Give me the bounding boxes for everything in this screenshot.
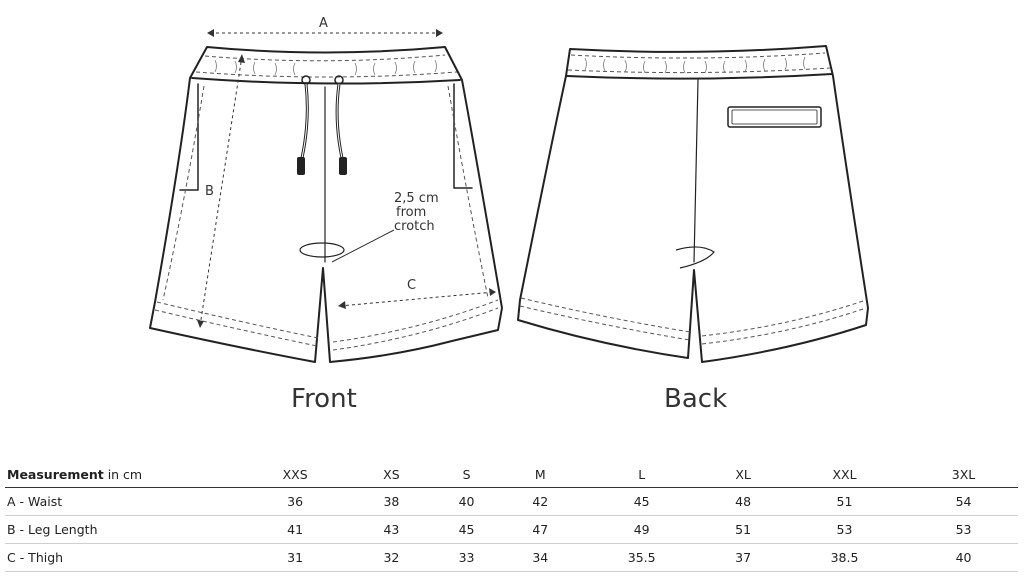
arrow-c-left: [338, 301, 346, 309]
table-cell: 37: [706, 543, 780, 572]
label-a: A: [319, 16, 328, 31]
back-waist-stitch: [570, 52, 826, 59]
table-cell: 35.5: [577, 543, 707, 572]
table-cell: 45: [577, 487, 707, 516]
annotation-line-1: 2,5 cm: [394, 191, 439, 206]
size-header: S: [429, 461, 504, 488]
table-cell: 34: [503, 543, 578, 572]
back-shorts-outline: [517, 45, 869, 363]
table-cell: 31: [237, 543, 354, 572]
arrow-b-bottom: [197, 320, 204, 328]
table-cell: 38.5: [779, 543, 910, 572]
back-view-title: Back: [664, 384, 728, 414]
size-header: XXL: [779, 461, 910, 488]
size-header: M: [503, 461, 578, 488]
arrow-c-right: [489, 288, 496, 296]
table-cell: 40: [909, 543, 1018, 572]
front-waistband-bottom: [191, 77, 461, 85]
back-hem-stitch-right-2: [701, 307, 867, 345]
back-waistband-bottom: [566, 73, 833, 80]
table-cell: 32: [353, 543, 430, 572]
table-cell: 45: [429, 515, 504, 544]
size-chart-table: Measurement in cm XXS XS S M L XL XXL 3X…: [5, 461, 1018, 572]
table-cell: 42: [503, 487, 578, 516]
size-header: L: [577, 461, 707, 488]
row-label: A - Waist: [5, 487, 237, 516]
size-header: 3XL: [909, 461, 1018, 488]
table-cell: 41: [237, 515, 354, 544]
front-hem-stitch-left: [156, 301, 319, 339]
measurement-header: Measurement in cm: [5, 461, 237, 488]
table-row: A - Waist 36 38 40 42 45 48 51 54: [5, 487, 1018, 516]
table-cell: 53: [909, 515, 1018, 544]
table-cell: 48: [706, 487, 780, 516]
table-cell: 49: [577, 515, 707, 544]
back-waist-stitch-2: [567, 67, 831, 74]
back-hem-stitch-left: [520, 297, 691, 333]
table-cell: 43: [353, 515, 430, 544]
drawstring: [297, 75, 347, 175]
back-pocket: [727, 106, 822, 128]
annotation-line-3: crotch: [394, 219, 435, 234]
size-header: XXS: [237, 461, 354, 488]
front-hem-stitch-right: [332, 299, 499, 343]
table-cell: 53: [779, 515, 910, 544]
table-cell: 36: [237, 487, 354, 516]
crotch-marker: [299, 242, 345, 258]
front-waist-stitch: [204, 54, 446, 62]
front-shorts-outline: [149, 46, 503, 363]
annotation-leader: [331, 229, 395, 263]
arrow-b-top: [238, 54, 245, 63]
table-cell: 51: [779, 487, 910, 516]
table-header-row: Measurement in cm XXS XS S M L XL XXL 3X…: [5, 461, 1018, 488]
front-side-seam-left: [162, 85, 205, 301]
front-left-pocket: [179, 83, 199, 191]
size-header: XS: [353, 461, 430, 488]
row-label: B - Leg Length: [5, 515, 237, 544]
table-row: B - Leg Length 41 43 45 47 49 51 53 53: [5, 515, 1018, 544]
table-row: C - Thigh 31 32 33 34 35.5 37 38.5 40: [5, 543, 1018, 572]
table-cell: 40: [429, 487, 504, 516]
measurement-header-unit: in cm: [103, 466, 143, 482]
front-waist-stitch-2: [195, 71, 458, 78]
front-side-seam-right: [447, 85, 489, 299]
arrow-a-left: [207, 29, 214, 37]
table-cell: 54: [909, 487, 1018, 516]
arrow-a-right: [436, 29, 443, 37]
table-cell: 51: [706, 515, 780, 544]
row-label: C - Thigh: [5, 543, 237, 572]
back-hem-stitch-left-2: [519, 305, 691, 341]
back-pocket-inner: [731, 109, 818, 125]
back-waistband-ruching: [584, 56, 806, 74]
back-crotch-marker: [675, 246, 715, 269]
front-hem-stitch-right-2: [332, 307, 499, 351]
front-hem-stitch-left-2: [154, 309, 318, 347]
measure-line-c: [339, 291, 495, 307]
front-view-title: Front: [291, 384, 357, 414]
shorts-illustration: A B C 2,5 cm from crotch: [149, 16, 869, 363]
table-cell: 38: [353, 487, 430, 516]
back-hem-stitch-right: [701, 299, 867, 337]
annotation-line-2: from: [396, 205, 426, 220]
front-waistband-ruching: [214, 59, 437, 76]
front-right-pocket: [453, 83, 473, 189]
measurement-header-label: Measurement: [7, 466, 104, 482]
back-center-seam: [693, 79, 699, 263]
label-c: C: [407, 278, 416, 293]
table-cell: 47: [503, 515, 578, 544]
size-header: XL: [706, 461, 780, 488]
table-cell: 33: [429, 543, 504, 572]
label-b: B: [205, 184, 214, 199]
